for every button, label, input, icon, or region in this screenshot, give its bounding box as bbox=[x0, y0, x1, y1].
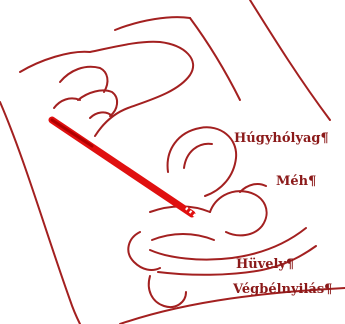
applicator bbox=[52, 120, 200, 220]
finger-1 bbox=[60, 67, 107, 92]
label-anus: Végbélnyilás¶ bbox=[233, 283, 332, 296]
bladder-outline bbox=[168, 127, 237, 196]
canal-wall-lower bbox=[152, 234, 214, 240]
finger-3 bbox=[90, 112, 112, 118]
perineum-curve bbox=[149, 276, 186, 307]
label-vagina: Hüvely¶ bbox=[236, 258, 294, 271]
body-outline bbox=[0, 102, 80, 324]
bladder-inner bbox=[184, 144, 212, 168]
label-uterus: Méh¶ bbox=[276, 175, 316, 188]
wrist bbox=[115, 17, 190, 30]
thumb bbox=[54, 98, 80, 108]
upper-contour bbox=[190, 18, 240, 100]
applicator-plunger bbox=[52, 120, 92, 146]
finger-2 bbox=[78, 90, 117, 116]
abdomen-contour bbox=[250, 0, 330, 120]
vulva-curve bbox=[128, 232, 160, 270]
uterus-outline bbox=[210, 191, 267, 235]
label-bladder: Húgyhólyag¶ bbox=[234, 132, 329, 145]
